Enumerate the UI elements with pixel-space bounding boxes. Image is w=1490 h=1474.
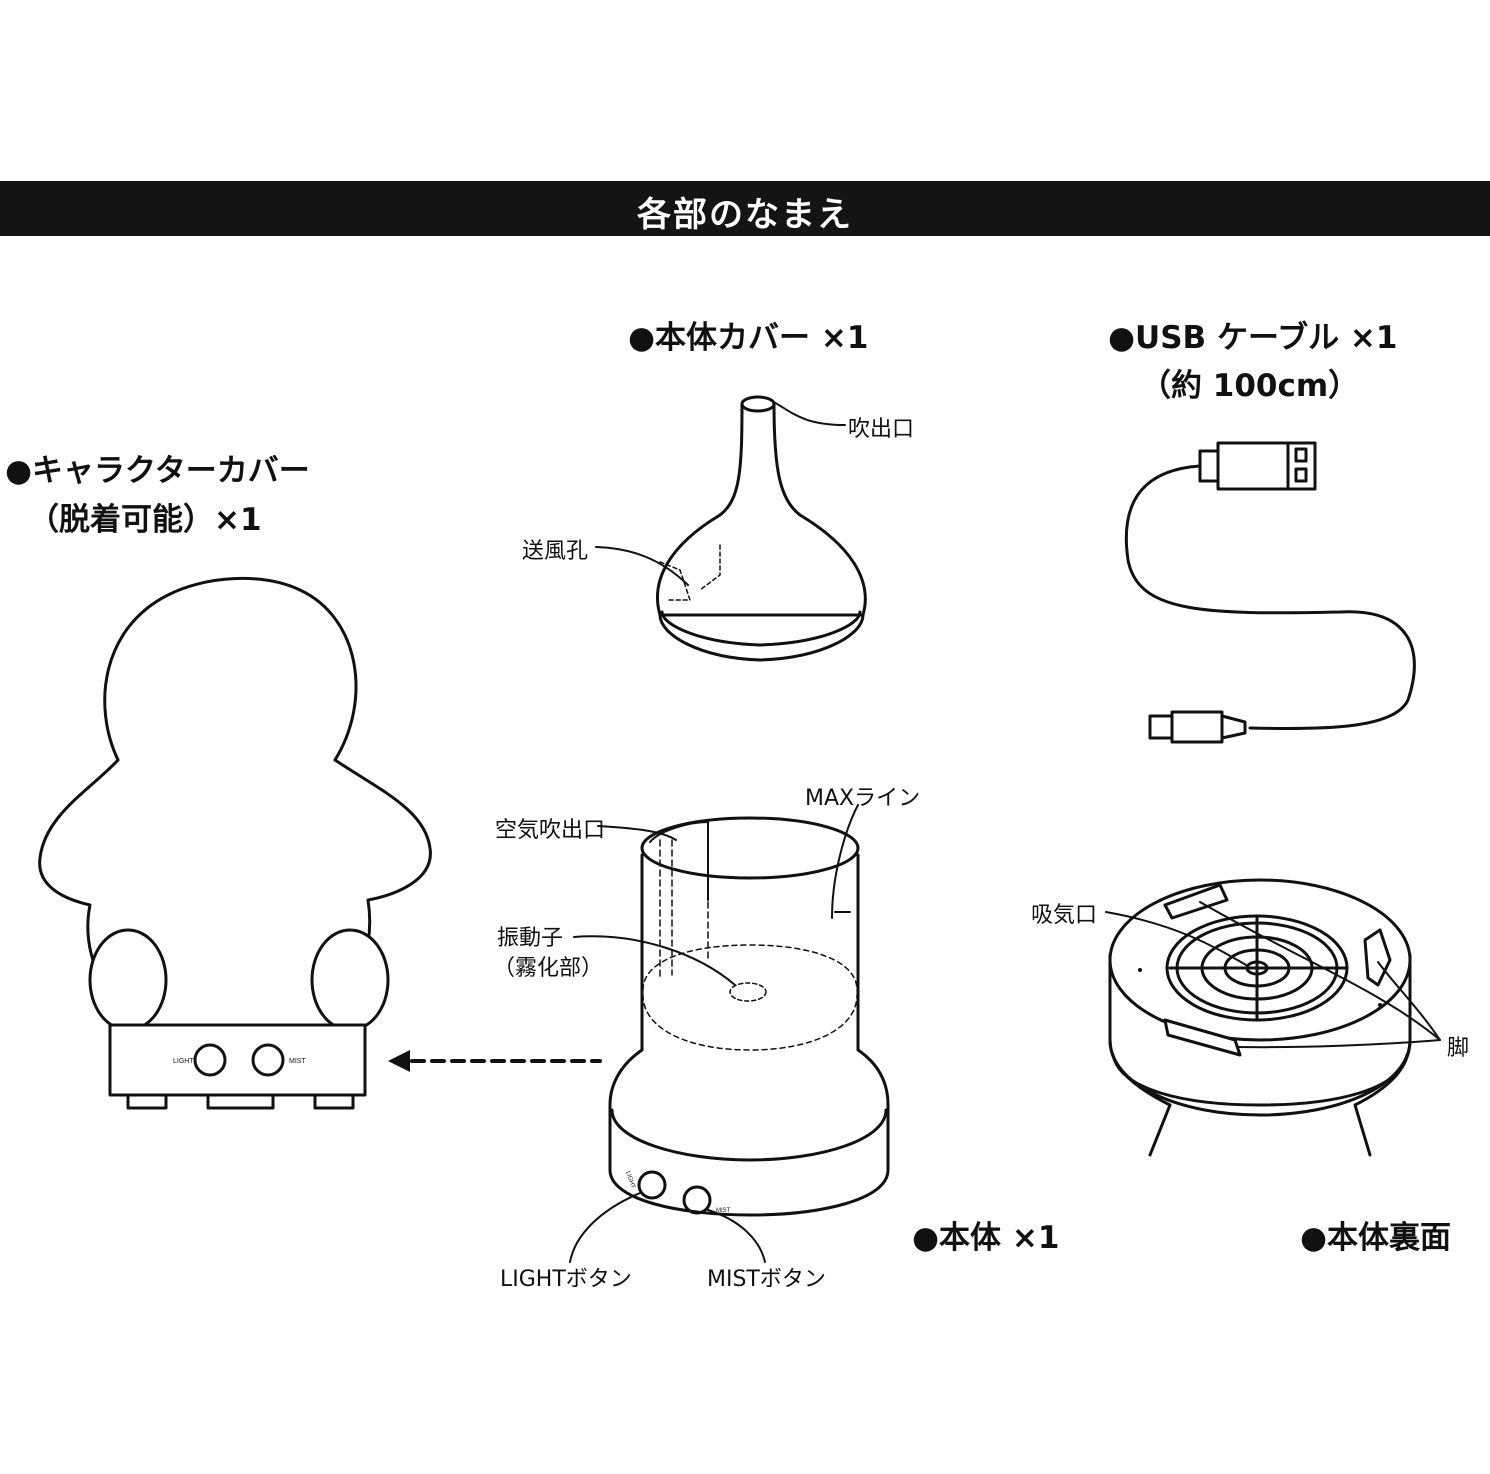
bottom-view-illustration — [1105, 878, 1441, 1157]
label-outlet: 吹出口 — [848, 417, 915, 442]
label-vibrator: 振動子 — [497, 926, 564, 951]
label-feet: 脚 — [1447, 1036, 1470, 1061]
label-vent: 送風孔 — [522, 539, 589, 564]
character-mist-text: MIST — [289, 1058, 306, 1065]
character-foot-pad — [206, 1093, 275, 1110]
body-cover-illustration — [595, 395, 867, 662]
label-vibrator-sub: （霧化部） — [493, 956, 604, 981]
character-left-foot — [88, 928, 168, 1032]
character-mist-button-icon — [251, 1043, 285, 1077]
usb-cable-heading: ●USB ケーブル ×1 — [1108, 320, 1398, 356]
label-intake: 吸気口 — [1031, 903, 1098, 928]
character-cover-subheading: （脱着可能）×1 — [28, 502, 262, 538]
character-foot-pad — [126, 1093, 168, 1110]
body-cover-heading: ●本体カバー ×1 — [628, 320, 869, 356]
character-head — [103, 576, 358, 762]
usb-cable-illustration — [1124, 441, 1416, 744]
main-body-mist-text: MIST — [716, 1208, 731, 1214]
character-light-button-icon — [193, 1043, 227, 1077]
main-body-light-text: LIGHT — [624, 1171, 636, 1190]
character-base — [108, 1023, 367, 1097]
character-foot-pad — [313, 1093, 355, 1110]
label-max-line: MAXライン — [805, 786, 921, 811]
page-title: 各部のなまえ — [637, 195, 853, 235]
main-body-illustration — [569, 804, 890, 1263]
main-body-heading: ●本体 ×1 — [912, 1220, 1060, 1256]
bottom-heading: ●本体裏面 — [1300, 1220, 1452, 1256]
label-light-button: LIGHTボタン — [500, 1267, 632, 1292]
character-light-text: LIGHT — [173, 1058, 194, 1065]
label-mist-button: MISTボタン — [707, 1267, 826, 1292]
label-air-outlet: 空気吹出口 — [495, 818, 606, 843]
character-cover-heading: ●キャラクターカバー — [5, 453, 310, 489]
header-banner: 各部のなまえ — [0, 181, 1490, 236]
character-cover-illustration — [38, 576, 432, 1110]
assembly-arrow-head — [388, 1050, 410, 1072]
usb-cable-length: （約 100cm） — [1140, 368, 1360, 404]
character-right-foot — [310, 928, 390, 1032]
